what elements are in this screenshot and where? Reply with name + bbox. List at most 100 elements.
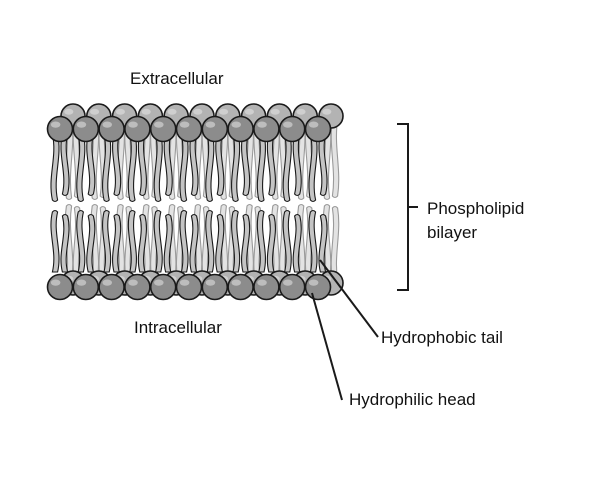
lower-head-1-highlight [50, 279, 61, 286]
upper-tail-left-1 [50, 133, 60, 203]
upper-tail-right-2 [86, 133, 96, 197]
back-upper-head-9-highlight [270, 108, 280, 115]
back-upper-tail-b-11 [330, 119, 340, 199]
lower-head-2-highlight [76, 279, 87, 286]
lower-head-10-highlight [283, 279, 293, 286]
upper-head-5-highlight [154, 121, 164, 128]
lower-head-1 [46, 273, 74, 301]
upper-tail-right-9 [266, 133, 276, 197]
upper-head-9 [253, 115, 280, 143]
lower-tail-left-10 [282, 209, 292, 273]
back-upper-head-8-highlight [244, 108, 254, 115]
lower-head-9 [253, 273, 280, 301]
upper-head-11-highlight [308, 121, 319, 128]
upper-head-8-highlight [231, 121, 241, 128]
bilayer-label-line1: Phospholipid [427, 199, 524, 218]
lower-head-7 [201, 273, 229, 301]
membrane-front-layer [46, 115, 332, 301]
lower-tail-right-1 [60, 213, 70, 273]
back-upper-head-1-highlight [64, 108, 74, 115]
upper-head-3 [98, 115, 125, 143]
upper-head-1 [46, 115, 74, 143]
lower-tail-left-7 [205, 209, 215, 273]
upper-head-3-highlight [102, 121, 112, 128]
lower-tail-right-8 [241, 213, 251, 273]
lower-head-4-highlight [128, 279, 138, 286]
back-upper-head-10-highlight [296, 108, 306, 115]
intracellular-label: Intracellular [134, 318, 222, 337]
hydrophilic-head-leader [311, 292, 343, 401]
upper-head-9-highlight [257, 121, 267, 128]
lower-head-6-highlight [179, 279, 190, 286]
upper-head-6 [175, 115, 203, 143]
upper-head-2-highlight [76, 121, 87, 128]
upper-tail-right-1 [60, 133, 70, 197]
lower-head-5 [149, 273, 177, 301]
lower-head-3-highlight [102, 279, 112, 286]
upper-head-5 [149, 115, 177, 143]
lower-head-4 [124, 273, 151, 301]
lower-head-9-highlight [257, 279, 267, 286]
upper-head-10-highlight [283, 121, 293, 128]
back-upper-head-4-highlight [141, 108, 151, 115]
upper-head-7-highlight [205, 121, 216, 128]
lower-tail-left-6 [179, 209, 189, 273]
upper-tail-left-2 [76, 133, 86, 203]
upper-tail-right-6 [189, 133, 199, 197]
lower-tail-right-7 [215, 213, 225, 273]
upper-tail-right-7 [215, 133, 225, 197]
back-upper-head-7-highlight [219, 108, 229, 115]
lower-head-8-highlight [231, 279, 241, 286]
upper-head-7 [201, 115, 229, 143]
lower-tail-right-4 [137, 213, 147, 273]
hydrophobic-tail-leader [319, 259, 379, 338]
upper-tail-right-11 [318, 133, 328, 197]
bilayer-bracket [397, 123, 418, 291]
upper-head-1-highlight [50, 121, 61, 128]
upper-tail-right-8 [241, 133, 251, 197]
back-upper-head-5-highlight [167, 108, 177, 115]
upper-tail-right-4 [137, 133, 147, 197]
lower-tail-left-1 [50, 209, 60, 273]
upper-head-4 [124, 115, 151, 143]
lower-tail-left-11 [308, 209, 318, 273]
lower-tail-right-3 [112, 213, 122, 273]
upper-tail-left-9 [256, 133, 266, 203]
lower-tail-right-6 [189, 213, 199, 273]
extracellular-label: Extracellular [130, 69, 224, 88]
lower-tail-right-9 [266, 213, 276, 273]
back-upper-head-2-highlight [90, 108, 100, 115]
back-lower-tail-b-11 [330, 205, 340, 281]
upper-head-6-highlight [179, 121, 190, 128]
back-upper-head-6-highlight [193, 108, 203, 115]
lower-head-10 [278, 273, 306, 301]
bilayer-label-line2: bilayer [427, 223, 477, 242]
upper-head-8 [227, 115, 254, 143]
upper-head-2 [72, 115, 100, 143]
lower-tail-left-5 [153, 209, 163, 273]
upper-tail-left-5 [153, 133, 163, 203]
lower-head-7-highlight [205, 279, 216, 286]
lower-head-11 [304, 273, 332, 301]
lower-tail-right-11 [318, 213, 328, 273]
back-upper-head-3-highlight [115, 108, 125, 115]
hydrophobic-tail-label: Hydrophobic tail [381, 328, 503, 347]
back-upper-head-11-highlight [322, 108, 332, 115]
hydrophilic-head-label: Hydrophilic head [349, 390, 476, 409]
upper-tail-left-11 [308, 133, 318, 203]
upper-tail-right-5 [163, 133, 173, 197]
lower-head-11-highlight [308, 279, 319, 286]
lower-tail-left-2 [76, 209, 86, 273]
upper-head-4-highlight [128, 121, 138, 128]
upper-tail-left-6 [179, 133, 189, 203]
lower-tail-right-5 [163, 213, 173, 273]
lower-head-6 [175, 273, 203, 301]
lower-head-3 [98, 273, 125, 301]
lower-tail-left-8 [231, 209, 241, 273]
lower-tail-right-2 [86, 213, 96, 273]
upper-tail-right-10 [292, 133, 302, 197]
lower-tail-left-9 [256, 209, 266, 273]
lower-tail-left-4 [127, 209, 137, 273]
